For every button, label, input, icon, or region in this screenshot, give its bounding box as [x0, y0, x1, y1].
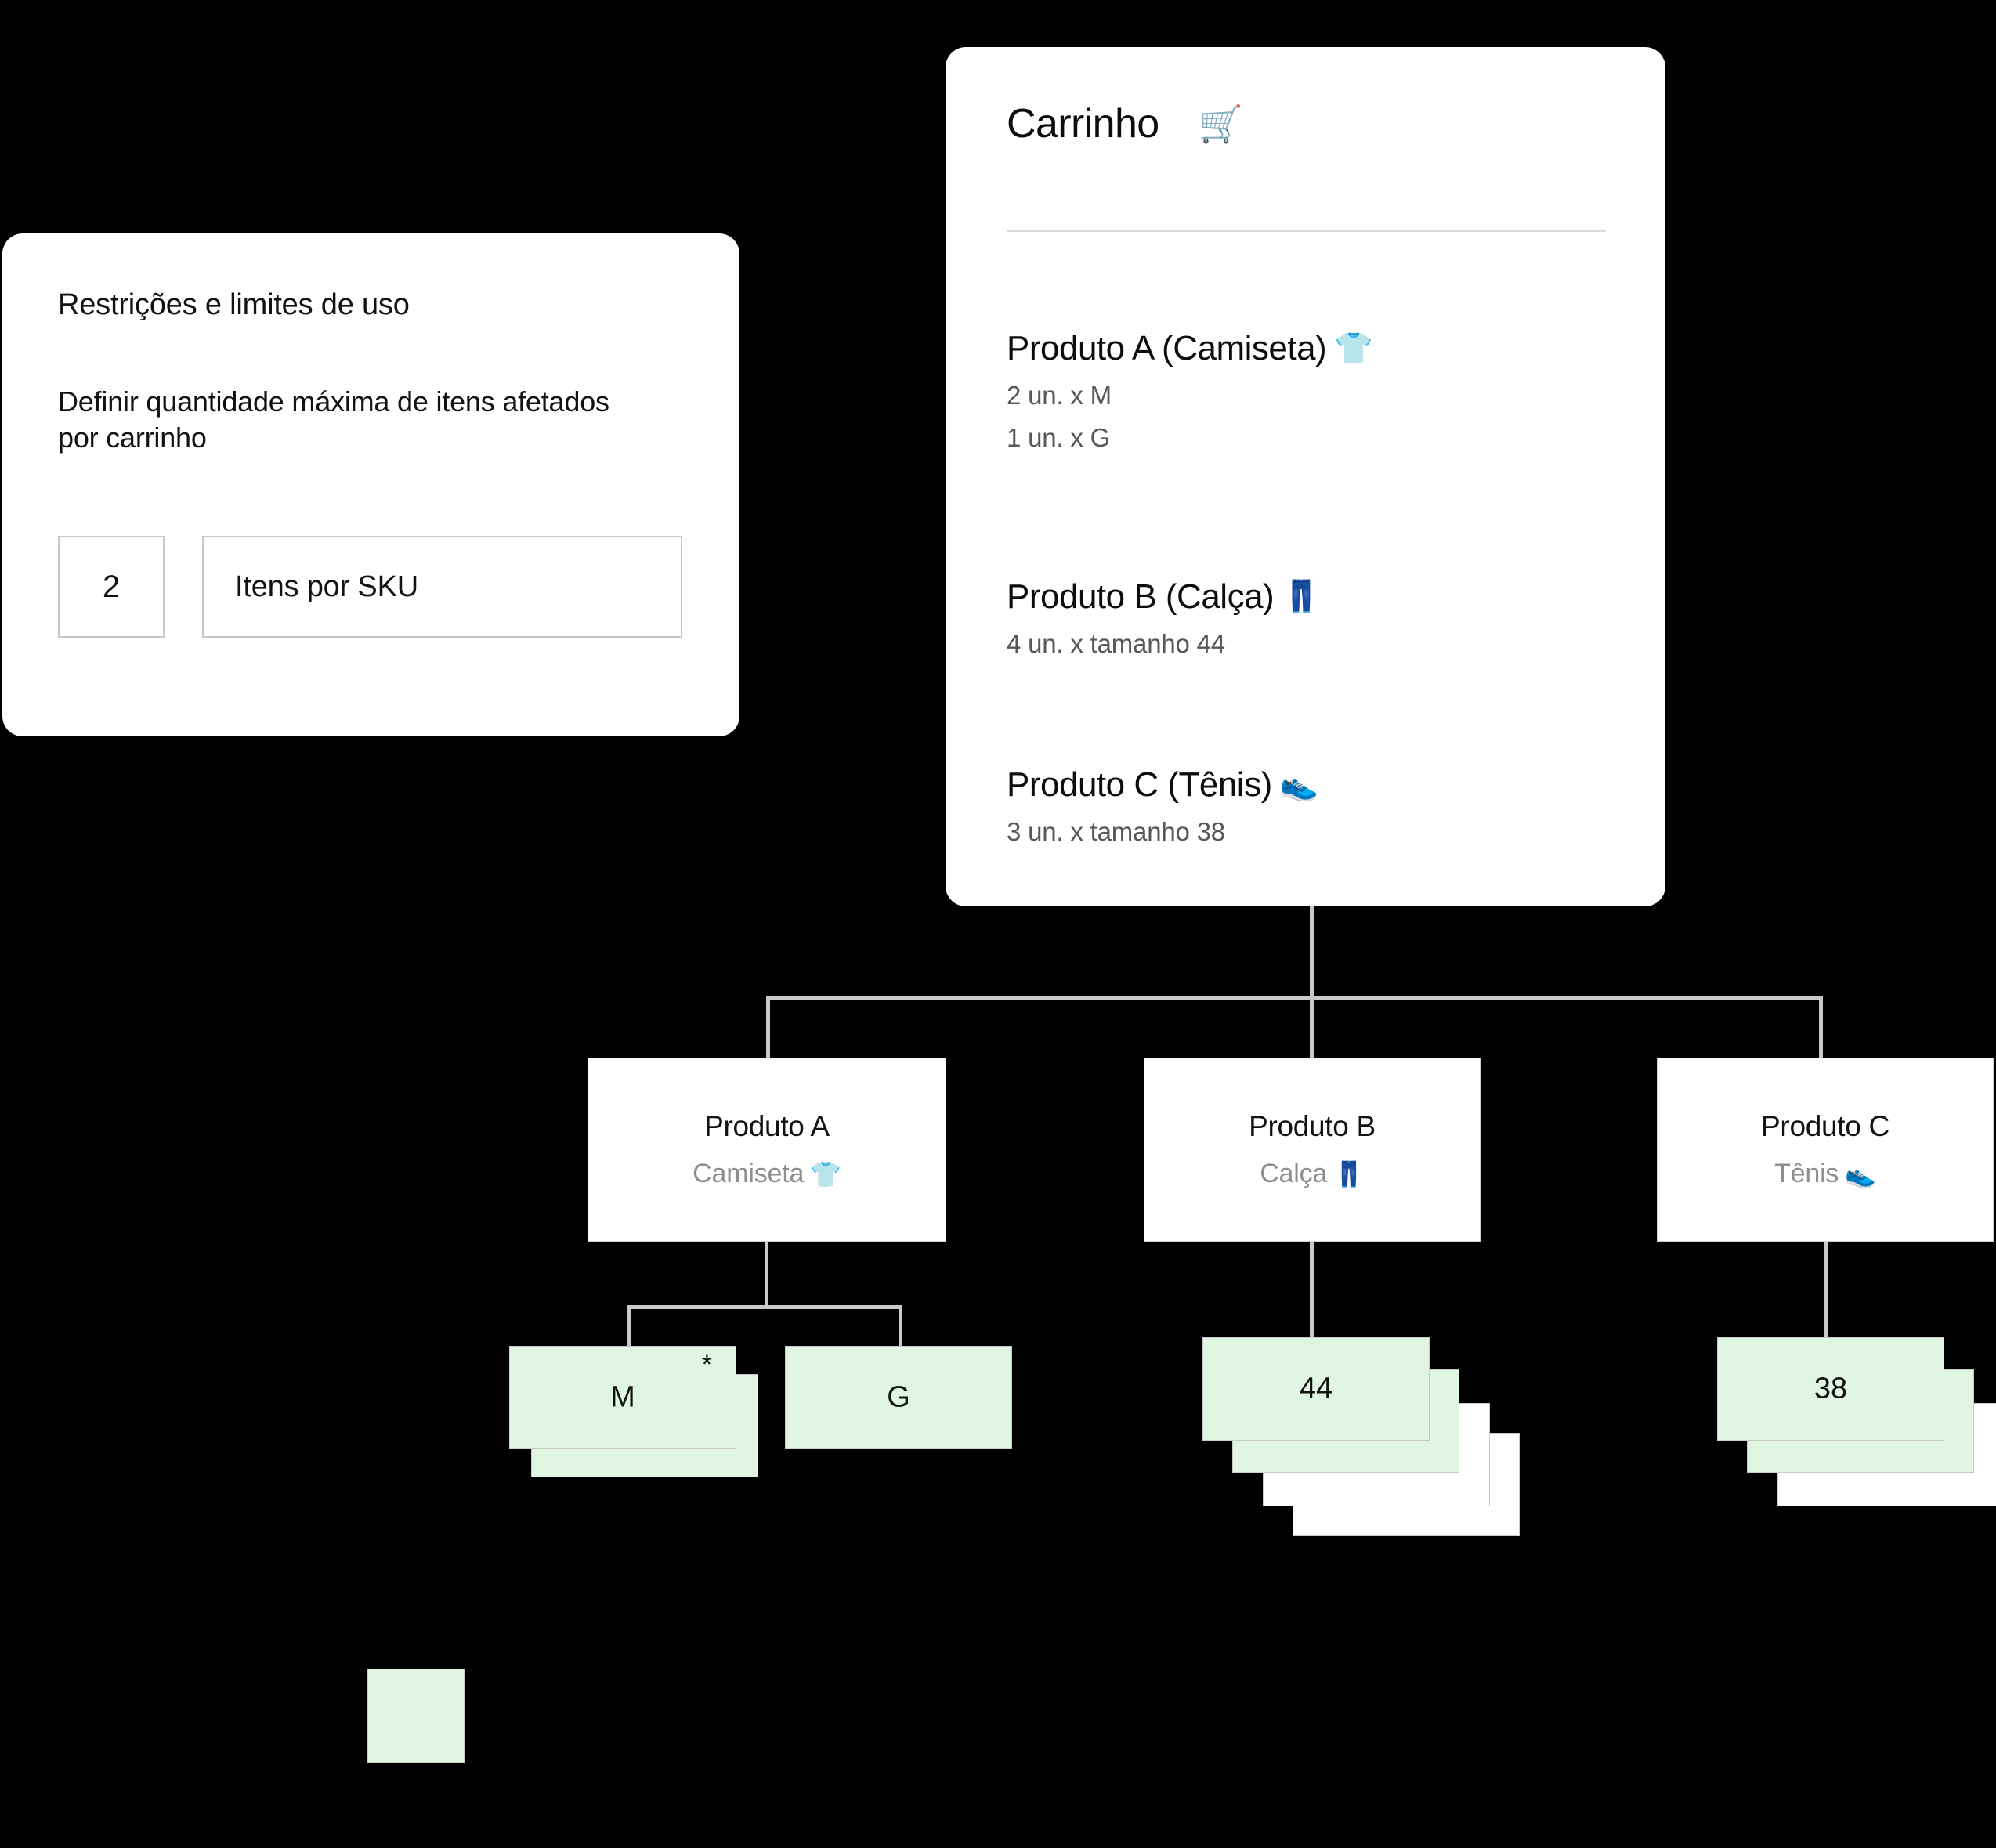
product-node-c[interactable]: Produto C Tênis 👟 — [1657, 1058, 1994, 1242]
product-node-title: Produto A — [704, 1110, 830, 1142]
product-node-subtitle-row: Tênis 👟 — [1774, 1159, 1876, 1189]
cart-item-line: 3 un. x tamanho 38 — [1007, 817, 1225, 846]
cart-item: Produto A (Camiseta) 👕 2 un. x M 1 un. x… — [1007, 329, 1373, 453]
cart-item-label: Produto C (Tênis) — [1007, 765, 1272, 804]
product-node-b[interactable]: Produto B Calça 👖 — [1144, 1058, 1481, 1242]
connector-a-trunk — [765, 1242, 768, 1308]
size-chip-label: M — [610, 1380, 635, 1414]
size-chip-label: G — [887, 1380, 910, 1414]
size-chip-label: 38 — [1813, 1372, 1848, 1405]
size-chip[interactable]: * M — [509, 1346, 736, 1449]
cart-item-name-row: Produto C (Tênis) 👟 — [1007, 765, 1319, 805]
connector-a-drop-g — [899, 1305, 902, 1352]
size-stack-44: 44 — [1202, 1337, 1520, 1536]
jeans-icon: 👖 — [1282, 580, 1321, 614]
usage-limits-card: Restrições e limites de uso Definir quan… — [2, 233, 739, 736]
cart-divider — [1007, 230, 1606, 232]
size-chip-label: 44 — [1299, 1372, 1333, 1405]
product-node-title: Produto B — [1249, 1110, 1376, 1142]
size-chip[interactable]: 44 — [1202, 1337, 1430, 1441]
connector-c-trunk — [1824, 1242, 1828, 1351]
product-node-subtitle: Tênis — [1774, 1159, 1839, 1188]
sneaker-icon: 👟 — [1279, 768, 1319, 802]
connector-drop-b — [1310, 996, 1314, 1058]
cart-item-name-row: Produto A (Camiseta) 👕 — [1007, 329, 1373, 368]
cart-card: Carrinho 🛒 Produto A (Camiseta) 👕 2 un. … — [946, 47, 1665, 906]
limits-card-description: Definir quantidade máxima de itens afeta… — [58, 385, 609, 454]
legend-swatch — [367, 1669, 465, 1763]
connector-horizontal-bar — [766, 996, 1823, 1000]
max-quantity-value: 2 — [102, 569, 121, 604]
connector-b-trunk — [1310, 1242, 1314, 1351]
connector-drop-c — [1819, 996, 1823, 1058]
sneaker-icon: 👟 — [1845, 1159, 1876, 1188]
cart-item: Produto C (Tênis) 👟 3 un. x tamanho 38 — [1007, 765, 1319, 847]
max-quantity-input[interactable]: 2 — [58, 536, 165, 638]
connector-drop-a — [766, 996, 770, 1058]
tshirt-icon: 👕 — [810, 1159, 841, 1188]
cart-title: Carrinho — [1007, 101, 1159, 146]
cart-item-line: 2 un. x M — [1007, 381, 1112, 410]
product-node-subtitle: Camiseta — [692, 1159, 805, 1188]
size-stack-38: 38 — [1717, 1337, 1996, 1506]
cart-item-name-row: Produto B (Calça) 👖 — [1007, 577, 1321, 617]
cart-item-line: 4 un. x tamanho 44 — [1007, 629, 1225, 658]
size-chip-asterisk: * — [701, 1350, 712, 1380]
tshirt-icon: 👕 — [1334, 331, 1373, 366]
connector-a-bar — [627, 1305, 902, 1309]
unit-select-value: Itens por SKU — [235, 570, 418, 603]
unit-select[interactable]: Itens por SKU — [202, 536, 682, 638]
product-node-subtitle-row: Camiseta 👕 — [692, 1159, 841, 1189]
limits-card-title: Restrições e limites de uso — [58, 288, 410, 321]
size-chip[interactable]: G — [785, 1346, 1012, 1449]
shopping-cart-icon: 🛒 — [1198, 103, 1243, 144]
cart-item-label: Produto A (Camiseta) — [1007, 329, 1327, 367]
connector-trunk — [1310, 906, 1314, 999]
cart-item: Produto B (Calça) 👖 4 un. x tamanho 44 — [1007, 577, 1321, 659]
size-stack-g: G — [785, 1346, 1012, 1449]
product-node-title: Produto C — [1761, 1110, 1889, 1142]
jeans-icon: 👖 — [1333, 1159, 1365, 1188]
cart-item-label: Produto B (Calça) — [1007, 577, 1275, 616]
connector-a-drop-m — [627, 1305, 631, 1352]
product-node-a[interactable]: Produto A Camiseta 👕 — [588, 1058, 946, 1242]
product-node-subtitle-row: Calça 👖 — [1260, 1159, 1365, 1189]
cart-header: Carrinho 🛒 — [1007, 100, 1243, 147]
size-chip[interactable]: 38 — [1717, 1337, 1944, 1441]
size-stack-m: * M — [509, 1346, 760, 1479]
product-node-subtitle: Calça — [1260, 1159, 1328, 1188]
cart-item-line: 1 un. x G — [1007, 423, 1111, 452]
